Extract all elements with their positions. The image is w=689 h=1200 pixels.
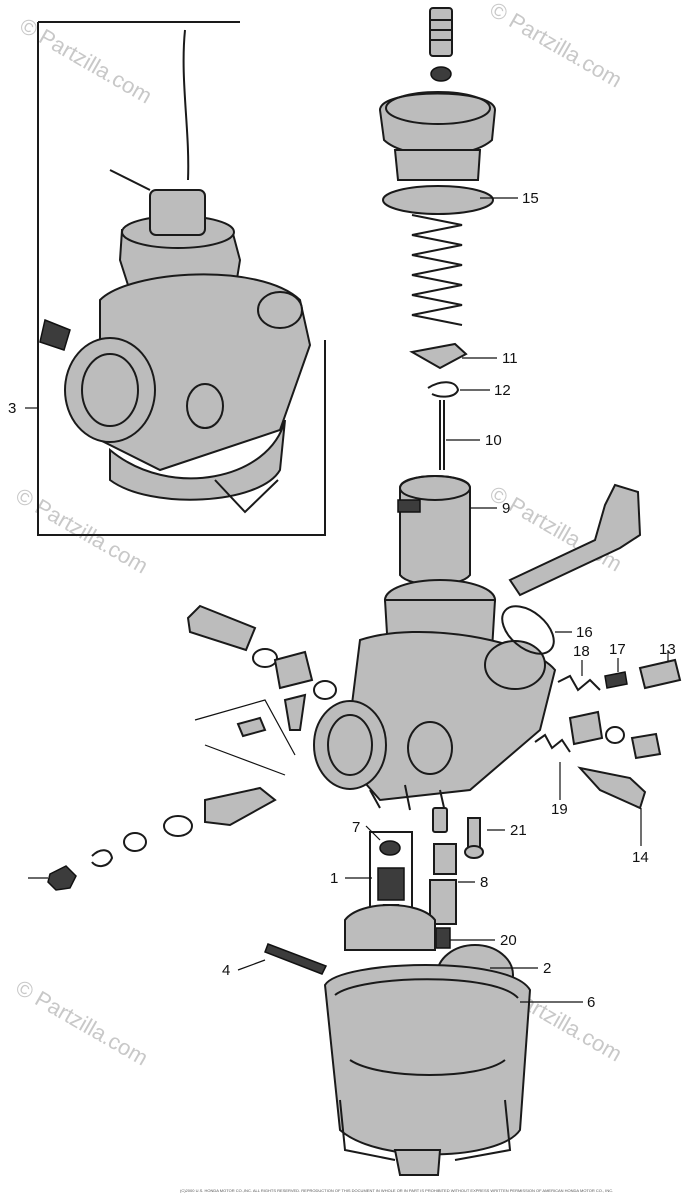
callout-7: 7: [352, 819, 360, 836]
callout-21: 21: [510, 822, 527, 839]
top-cap: [378, 91, 497, 215]
callout-20: 20: [500, 932, 517, 949]
callout-11: 11: [502, 350, 518, 367]
carburetor-body: [313, 579, 557, 813]
watermark: © Partzilla.com: [12, 483, 153, 579]
callout-4: 4: [222, 962, 230, 979]
assembled-carburetor: [39, 29, 312, 514]
needle-clip: [427, 381, 460, 398]
jet-needle: [439, 400, 445, 470]
leader-lines: [237, 197, 669, 1003]
top-adjuster-screw: [429, 7, 453, 82]
callout-17: 17: [609, 641, 626, 658]
float-pin: [264, 943, 328, 975]
callout-numbers: 3 15 11 12 10 9 16 18 17 13 19 14 21 7 1…: [8, 190, 676, 1011]
callout-12: 12: [494, 382, 511, 399]
float-chamber-o-ring: [501, 605, 555, 655]
callout-1: 1: [330, 870, 338, 887]
fuel-inlet-parts: [28, 604, 337, 891]
needle-retainer: [409, 342, 468, 370]
watermark: © Partzilla.com: [16, 13, 157, 109]
throttle-lever: [508, 483, 642, 597]
throttle-valve: [397, 475, 471, 586]
callout-2: 2: [543, 960, 551, 977]
assembly-inset: [25, 21, 326, 536]
throttle-spring: [411, 214, 463, 326]
main-jet-assembly: [429, 807, 484, 949]
callout-9: 9: [502, 500, 510, 517]
callout-19: 19: [551, 801, 568, 818]
callout-13: 13: [659, 641, 676, 658]
watermark: © Partzilla.com: [12, 975, 153, 1071]
callout-6: 6: [587, 994, 595, 1011]
callout-18: 18: [573, 643, 590, 660]
footer-copyright: (C)2000 U.S. HONDA MOTOR CO.,INC. ALL RI…: [180, 1188, 613, 1193]
callout-10: 10: [485, 432, 502, 449]
watermark: © Partzilla.com: [486, 0, 627, 92]
callout-8: 8: [480, 874, 488, 891]
callout-3: 3: [8, 400, 16, 417]
callout-14: 14: [632, 849, 649, 866]
air-screw-parts: [534, 658, 682, 810]
callout-15: 15: [522, 190, 539, 207]
callout-16: 16: [576, 624, 593, 641]
float-bowl: [323, 964, 532, 1176]
